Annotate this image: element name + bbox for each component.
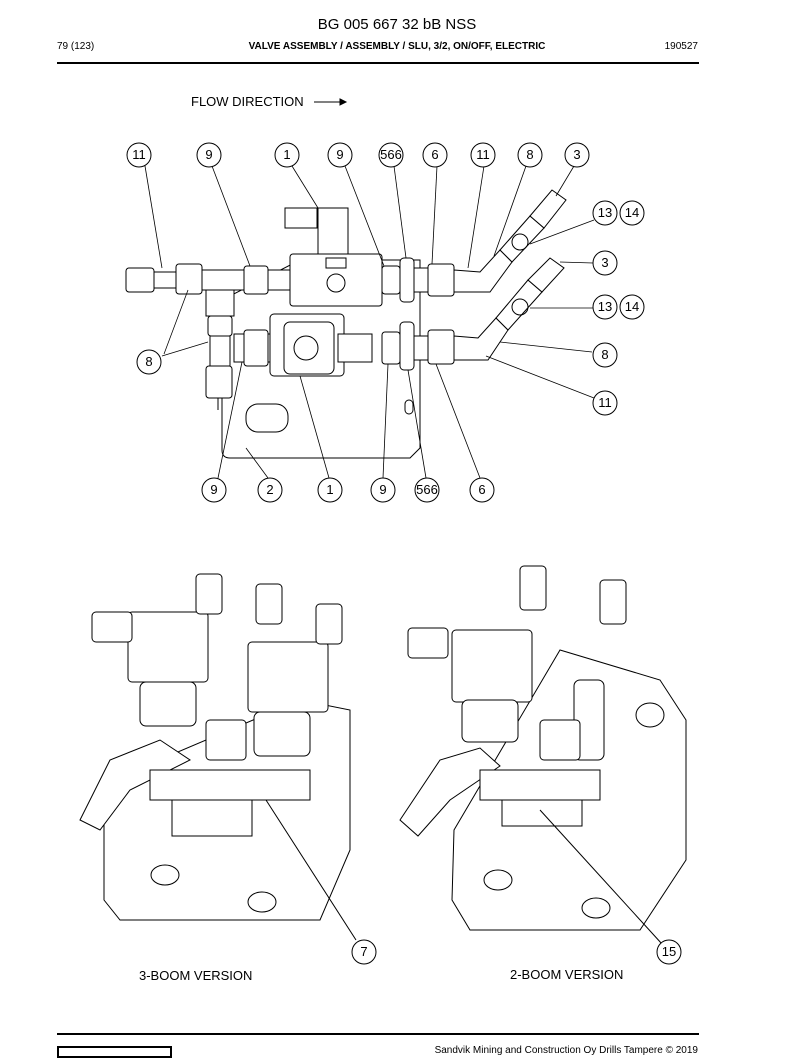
callout-right-4: 13 bbox=[598, 299, 612, 314]
callout-top-2: 9 bbox=[205, 147, 212, 162]
callout-top-9: 3 bbox=[573, 147, 580, 162]
callout-top-6: 6 bbox=[431, 147, 438, 162]
page-number: 79 (123) bbox=[57, 41, 95, 52]
two-boom-drawing bbox=[399, 565, 687, 945]
callout-top-4: 9 bbox=[336, 147, 343, 162]
callout-leaders bbox=[144, 165, 595, 479]
callout-top-7: 11 bbox=[476, 147, 490, 162]
flow-direction-label: FLOW DIRECTION bbox=[191, 94, 304, 109]
callout-two-boom: 15 bbox=[662, 944, 676, 959]
callout-top-5: 566 bbox=[380, 147, 402, 162]
callout-right-1: 13 bbox=[598, 205, 612, 220]
three-boom-caption: 3-BOOM VERSION bbox=[139, 968, 253, 983]
callout-top-1: 11 bbox=[132, 147, 146, 162]
header-rule bbox=[57, 62, 699, 64]
callout-bottom-6: 6 bbox=[478, 482, 485, 497]
callout-bottom-2: 2 bbox=[266, 482, 273, 497]
callout-top-8: 8 bbox=[526, 147, 533, 162]
callout-right-3: 3 bbox=[601, 255, 608, 270]
copyright-text: Sandvik Mining and Construction Oy Drill… bbox=[434, 1045, 698, 1056]
footer-rule bbox=[57, 1033, 699, 1035]
company-logo bbox=[57, 1046, 172, 1058]
callout-three-boom: 7 bbox=[360, 944, 367, 959]
callout-bottom-4: 9 bbox=[379, 482, 386, 497]
callout-right-6: 8 bbox=[601, 347, 608, 362]
callout-bottom-3: 1 bbox=[326, 482, 333, 497]
callout-top-3: 1 bbox=[283, 147, 290, 162]
callout-bottom-5: 566 bbox=[416, 482, 438, 497]
callout-labels: 11 9 1 9 566 6 11 8 3 13 14 3 13 14 8 11… bbox=[132, 147, 676, 959]
three-boom-drawing bbox=[79, 573, 357, 941]
document-title: BG 005 667 32 bB NSS bbox=[317, 16, 477, 33]
callout-right-7: 11 bbox=[598, 395, 612, 410]
callout-right-2: 14 bbox=[625, 205, 639, 220]
flow-arrow-head bbox=[339, 98, 348, 106]
top-assembly-view bbox=[125, 189, 567, 459]
callout-left: 8 bbox=[145, 354, 152, 369]
date-code: 190527 bbox=[664, 41, 698, 52]
two-boom-caption: 2-BOOM VERSION bbox=[510, 967, 624, 982]
callout-bubbles bbox=[126, 142, 682, 965]
callout-bottom-1: 9 bbox=[210, 482, 217, 497]
callout-right-5: 14 bbox=[625, 299, 639, 314]
section-title: VALVE ASSEMBLY / ASSEMBLY / SLU, 3/2, ON… bbox=[248, 41, 546, 52]
